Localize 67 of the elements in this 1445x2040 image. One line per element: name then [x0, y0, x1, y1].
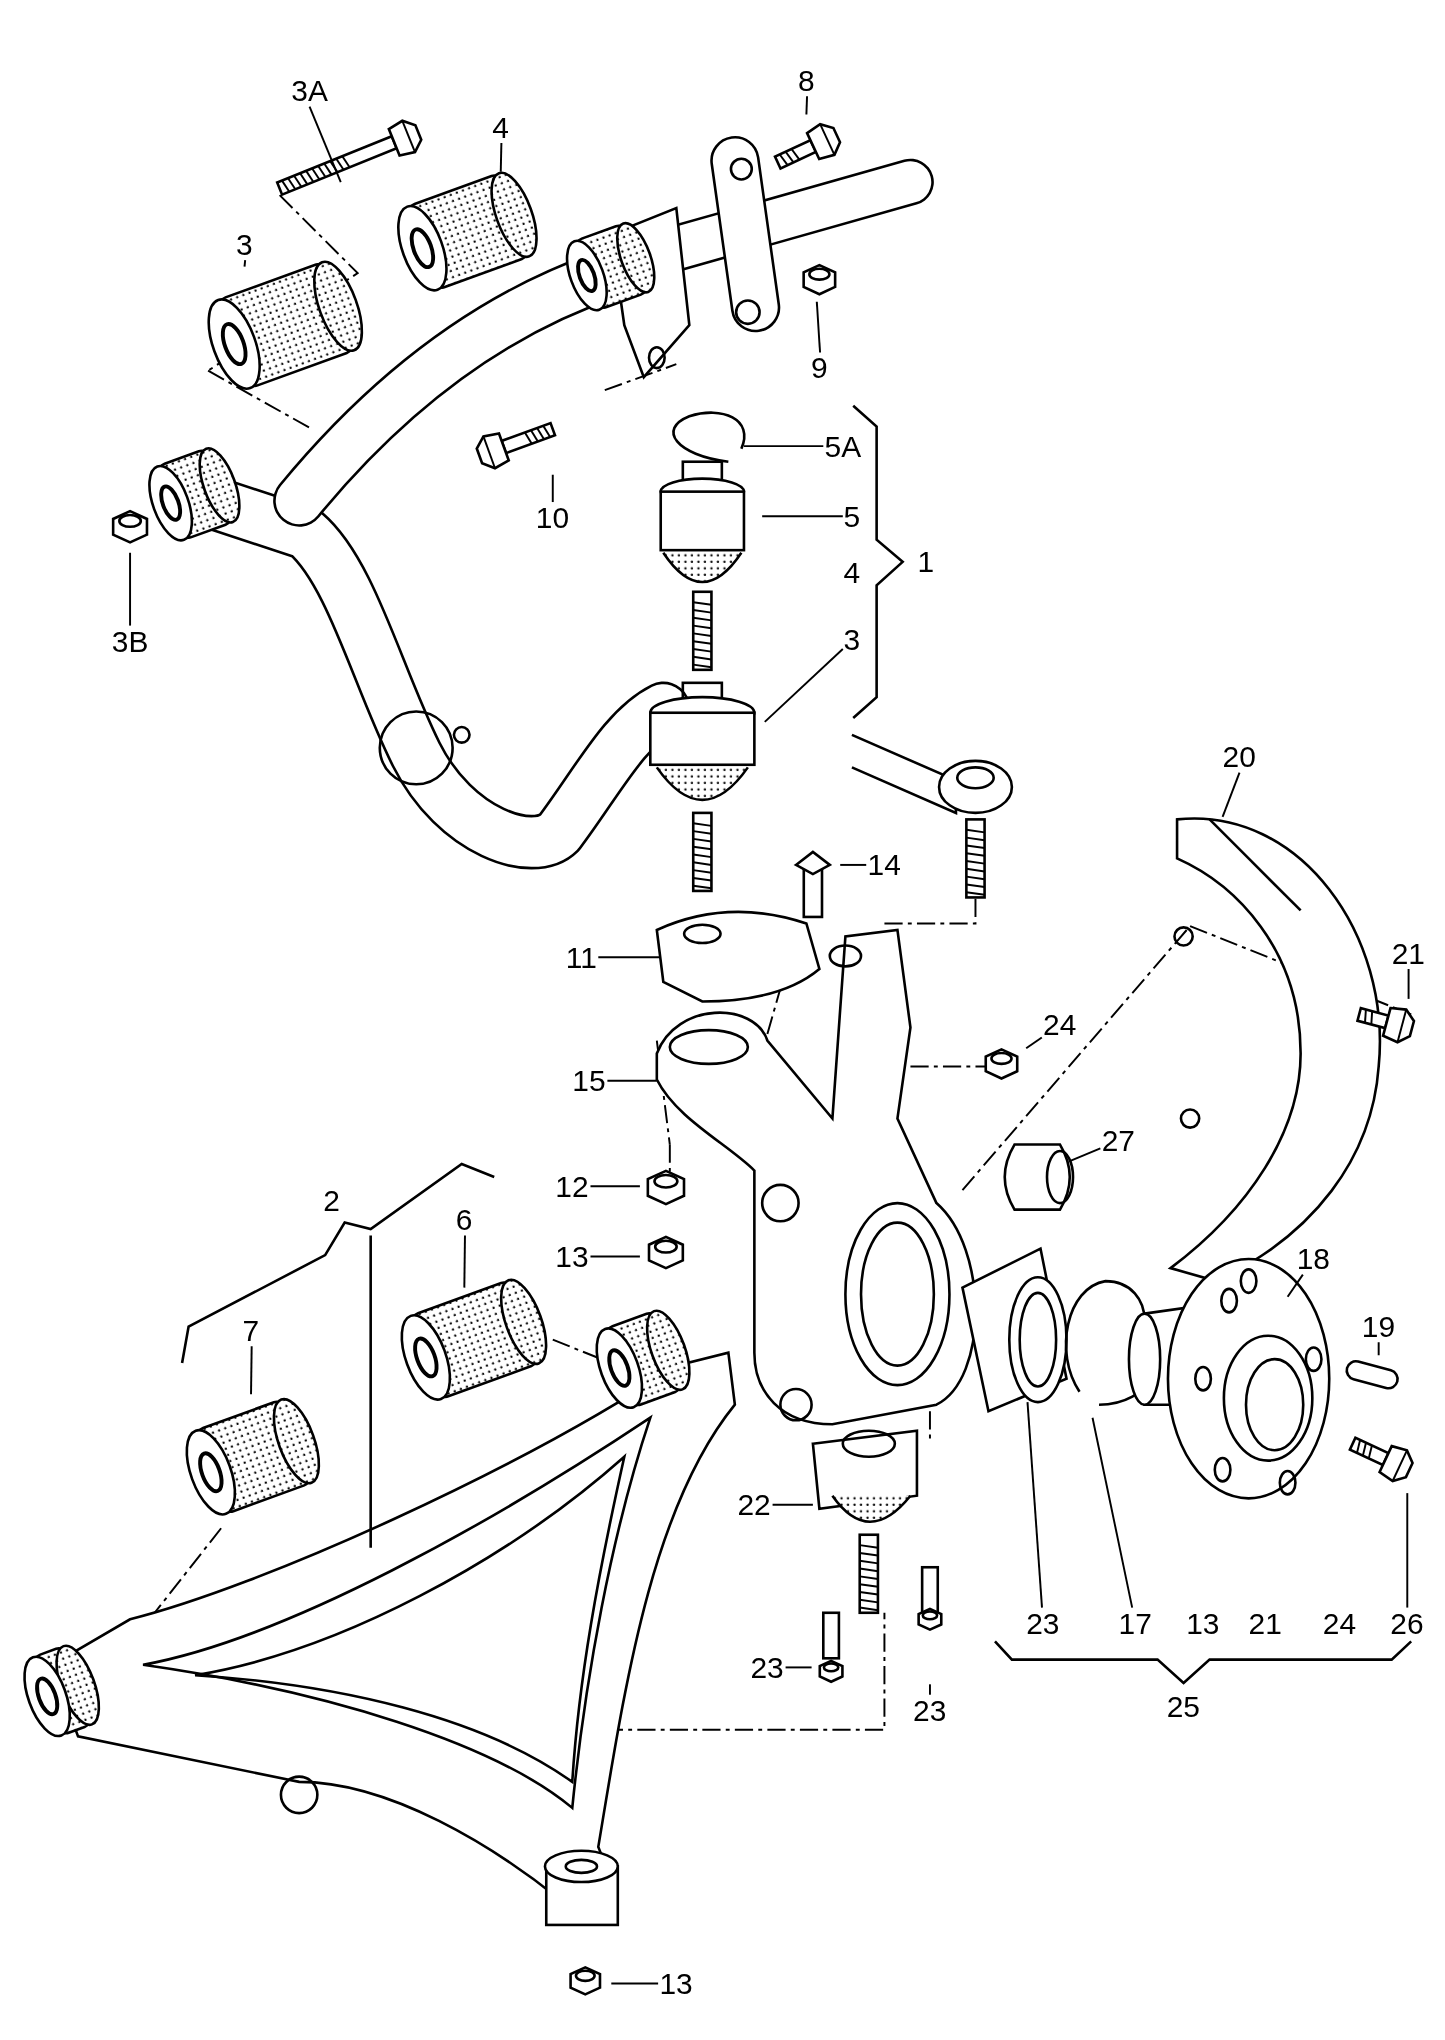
- leader-line: [606, 1079, 658, 1082]
- callout-number: 23: [749, 1651, 786, 1683]
- callout-number: 22: [736, 1489, 773, 1521]
- leader-line: [589, 1255, 641, 1258]
- callout-number: 13: [554, 1240, 590, 1272]
- callout-number: 13: [1185, 1607, 1221, 1639]
- callout-number: 15: [571, 1065, 607, 1097]
- leader-line: [1407, 968, 1410, 1000]
- leader-line: [463, 1234, 466, 1289]
- leader-line: [805, 95, 808, 116]
- leader-line: [610, 1982, 660, 1985]
- callout-number: 8: [796, 65, 816, 97]
- callout-number: 5A: [823, 430, 863, 462]
- leader-line: [551, 473, 554, 503]
- leader-line: [589, 1185, 641, 1188]
- leader-line: [761, 515, 844, 518]
- callout-number: 2: [322, 1184, 341, 1217]
- leader-line: [243, 259, 247, 268]
- leader-line: [1406, 1492, 1409, 1609]
- leader-line: [743, 445, 825, 448]
- callout-number: 21: [1247, 1607, 1283, 1639]
- callout-number: 1: [916, 546, 936, 578]
- leader-line: [1286, 1273, 1304, 1298]
- callout-number: 25: [1165, 1690, 1201, 1723]
- callout-number: 12: [554, 1170, 590, 1202]
- callout-number: 20: [1221, 741, 1258, 773]
- callout-number: 9: [809, 352, 829, 384]
- leader-line: [784, 1666, 813, 1669]
- leader-line: [597, 956, 662, 959]
- callout-number: 19: [1360, 1311, 1397, 1343]
- callout-number: 17: [1117, 1607, 1154, 1639]
- callout-number: 26: [1389, 1607, 1425, 1639]
- callout-number: 23: [911, 1694, 948, 1726]
- callout-number: 4: [842, 556, 862, 588]
- callout-number: 13: [658, 1967, 694, 2000]
- leader-line: [839, 863, 868, 866]
- callout-number: 14: [866, 849, 903, 881]
- callout-number: 3A: [290, 75, 330, 107]
- callout-number: 3: [234, 228, 254, 261]
- leader-line: [763, 648, 844, 723]
- leader-line: [771, 1503, 814, 1506]
- leader-line: [129, 551, 132, 627]
- callout-number: 21: [1390, 937, 1427, 969]
- callout-number: 6: [454, 1204, 474, 1236]
- callout-number: 24: [1321, 1607, 1358, 1639]
- callout-number: 3: [842, 624, 862, 656]
- callout-number: 4: [491, 111, 511, 144]
- leader-line: [1025, 1036, 1043, 1050]
- leader-line: [1026, 1401, 1043, 1609]
- leader-line: [1091, 1416, 1134, 1609]
- callout-number: 23: [1024, 1607, 1061, 1639]
- callout-number: 18: [1295, 1243, 1332, 1275]
- callout-number: 3B: [110, 625, 150, 657]
- callout-number: 7: [241, 1314, 261, 1347]
- leader-line: [1377, 1341, 1380, 1357]
- callout-number: 27: [1100, 1125, 1137, 1157]
- callout-number: 24: [1041, 1009, 1078, 1041]
- leader-line: [928, 1683, 931, 1696]
- callout-number: 5: [842, 500, 862, 532]
- leader-line: [250, 1345, 253, 1396]
- leader-line: [308, 105, 342, 184]
- callout-number: 10: [534, 502, 571, 534]
- callout-number: 11: [564, 941, 599, 973]
- leader-line: [1068, 1147, 1102, 1163]
- leader-line: [1221, 771, 1241, 818]
- leader-line: [499, 142, 503, 173]
- leader-line: [815, 300, 822, 354]
